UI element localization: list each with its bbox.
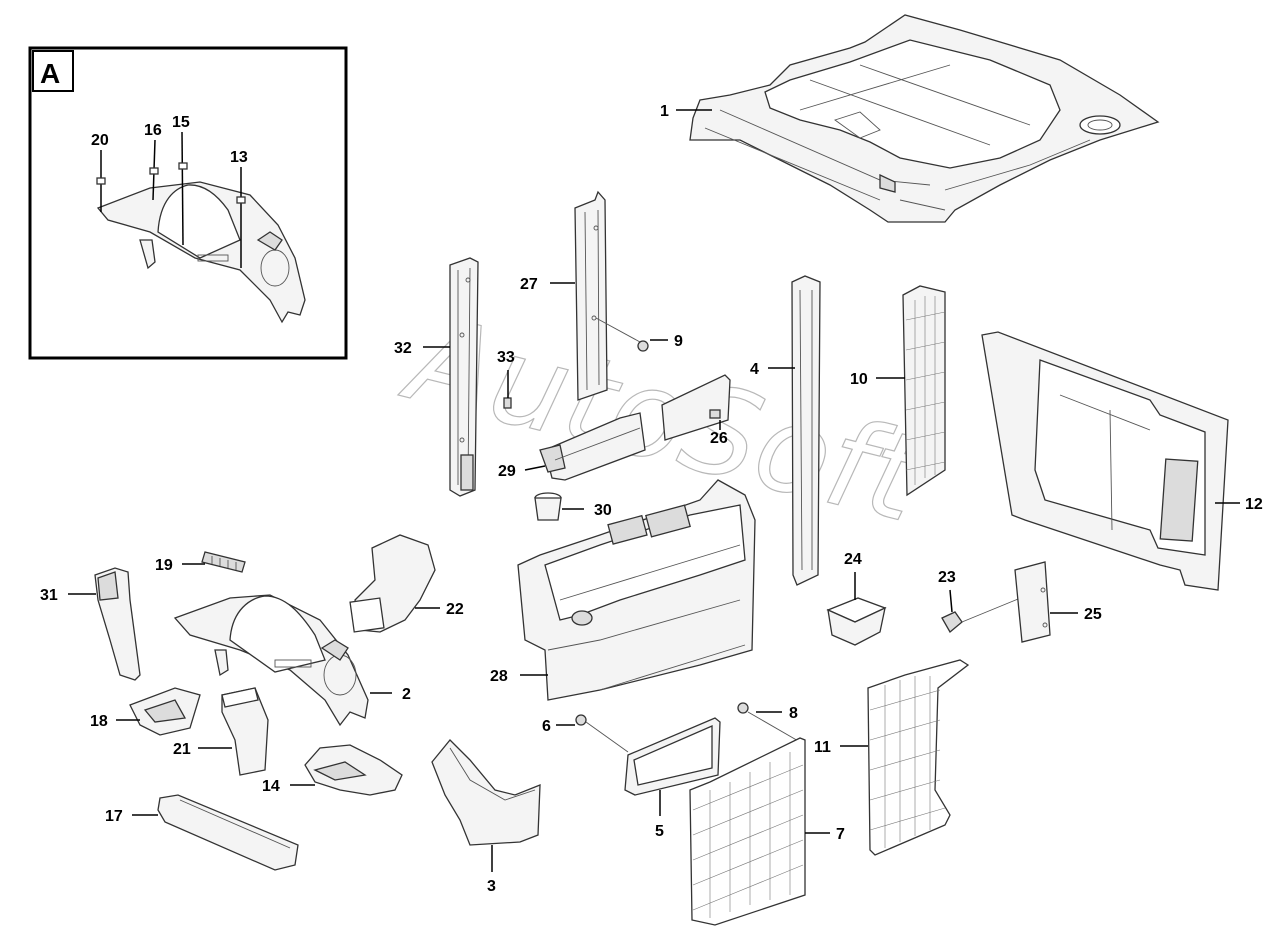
callout-4: 4 [750, 361, 759, 378]
part-21 [221, 687, 269, 776]
part-18 [129, 687, 201, 736]
callout-21: 21 [173, 741, 191, 758]
callout-22: 22 [446, 601, 464, 618]
inset-label-13: 13 [230, 149, 248, 166]
part-31 [94, 567, 141, 681]
callout-6: 6 [542, 718, 551, 735]
callout-25: 25 [1084, 606, 1102, 623]
callout-17: 17 [105, 808, 123, 825]
part-33 [503, 397, 512, 409]
inset-label-16: 16 [144, 122, 162, 139]
callout-5: 5 [655, 823, 664, 840]
part-28 [517, 479, 756, 701]
callout-9: 9 [674, 333, 683, 350]
callout-12: 12 [1245, 496, 1263, 513]
callout-11: 11 [814, 739, 831, 756]
part-30 [534, 492, 562, 521]
callout-26: 26 [710, 430, 728, 447]
callout-7: 7 [836, 826, 845, 843]
part-5 [624, 717, 721, 796]
callout-3: 3 [487, 878, 496, 895]
callout-8: 8 [789, 705, 798, 722]
callout-2: 2 [402, 686, 411, 703]
callout-28: 28 [490, 668, 508, 685]
inset-letter: A [40, 58, 60, 89]
part-29 [539, 412, 646, 481]
callout-33: 33 [497, 349, 515, 366]
part-19 [201, 551, 246, 573]
part-12 [981, 331, 1229, 591]
part-4 [791, 275, 821, 586]
part-2 [173, 594, 369, 727]
part-24 [826, 597, 887, 646]
part-6 [575, 714, 629, 753]
part-1 [689, 14, 1160, 223]
part-27 [574, 190, 608, 401]
callout-19: 19 [155, 557, 173, 574]
callout-1: 1 [660, 103, 669, 120]
part-25 [1014, 561, 1051, 643]
inset-a: A 20 16 15 13 [28, 46, 348, 360]
callout-18: 18 [90, 713, 108, 730]
part-17 [157, 794, 299, 871]
callout-30: 30 [594, 502, 612, 519]
part-7 [689, 737, 806, 926]
inset-label-20: 20 [91, 132, 109, 149]
callout-29: 29 [498, 463, 516, 480]
callout-32: 32 [394, 340, 412, 357]
part-9 [595, 317, 649, 352]
callout-27: 27 [520, 276, 538, 293]
part-22 [349, 534, 436, 633]
part-32 [449, 257, 479, 497]
callout-23: 23 [938, 569, 956, 586]
part-11 [867, 659, 970, 856]
part-10 [902, 285, 946, 497]
inset-label-15: 15 [172, 114, 190, 131]
callout-10: 10 [850, 371, 868, 388]
part-14 [304, 744, 403, 796]
part-26 [661, 374, 731, 441]
callout-31: 31 [40, 587, 58, 604]
callout-labels: 1 2 3 4 5 6 7 8 9 10 11 12 14 17 18 19 2… [40, 103, 1263, 895]
leader-lines [68, 109, 1240, 872]
callout-14: 14 [262, 778, 280, 795]
part-8 [737, 702, 801, 743]
callout-24: 24 [844, 551, 862, 568]
part-3 [431, 739, 541, 846]
